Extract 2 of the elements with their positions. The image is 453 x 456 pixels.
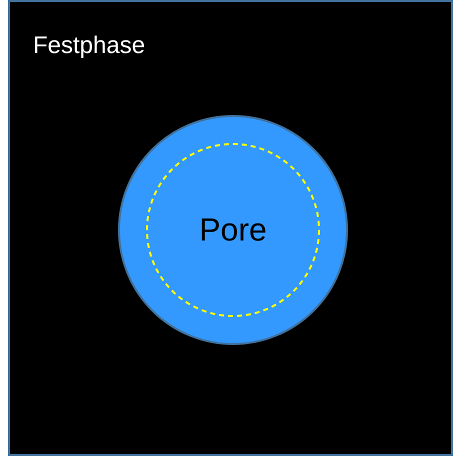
region-label: Festphase: [33, 32, 146, 60]
pore-label: Pore: [199, 212, 267, 248]
